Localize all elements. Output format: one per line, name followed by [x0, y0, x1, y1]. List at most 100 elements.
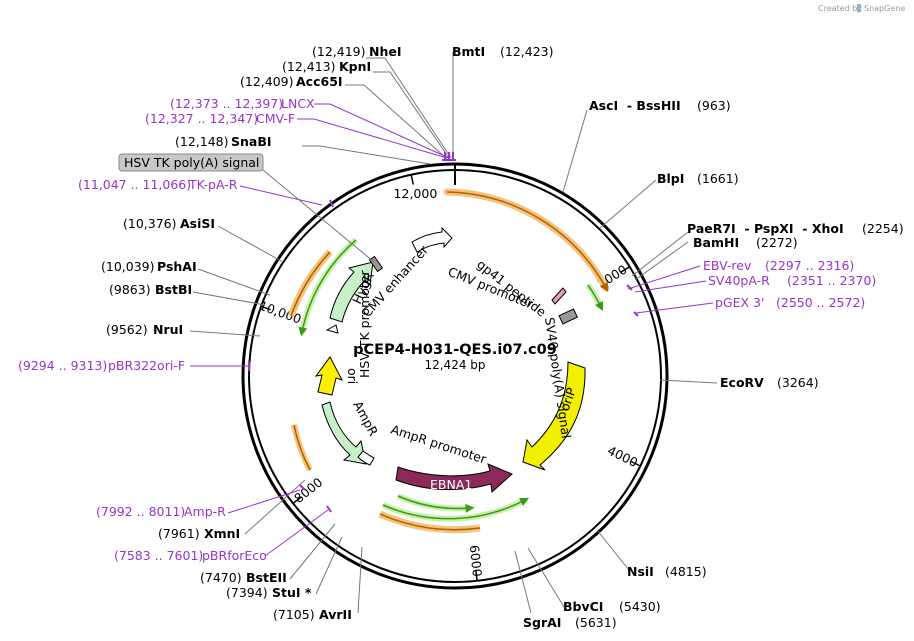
svg-text:AsiSI: AsiSI [180, 216, 215, 231]
site-pshai[interactable]: (10,039) PshAI [101, 259, 197, 274]
primer-sv40par[interactable]: SV40pA-R (2351 .. 2370) [708, 273, 876, 288]
svg-text:(963): (963) [697, 98, 731, 113]
svg-text:(12,373 .. 12,397): (12,373 .. 12,397) [170, 96, 283, 111]
site-xmni[interactable]: (7961) XmnI [158, 526, 240, 541]
svg-text:pBRforEco: pBRforEco [202, 548, 267, 563]
hsv-tk-polya-callout[interactable]: HSV TK poly(A) signal [118, 153, 375, 263]
primer-lncx[interactable]: (12,373 .. 12,397) LNCX [170, 96, 315, 111]
site-nsii[interactable]: NsiI (4815) [627, 564, 707, 579]
ori-label: ori [345, 368, 360, 384]
svg-text:pBR322ori-F: pBR322ori-F [108, 358, 185, 373]
tick-label: 6000 [467, 544, 485, 577]
svg-text:(7961): (7961) [158, 526, 200, 541]
site-stui[interactable]: (7394) StuI * [226, 585, 312, 600]
svg-text:(12,148): (12,148) [175, 134, 229, 149]
backbone [241, 162, 669, 590]
feature-ebna1[interactable]: EBNA1 [395, 463, 513, 494]
svg-text:(12,413): (12,413) [282, 59, 336, 74]
svg-text:EcoRV: EcoRV [720, 375, 764, 390]
site-avrii[interactable]: (7105) AvrII [273, 607, 352, 622]
primer-pbr322[interactable]: (9294 .. 9313) pBR322ori-F [18, 358, 185, 373]
site-nrui[interactable]: (9562) NruI [106, 322, 183, 337]
svg-text:(12,327 .. 12,347): (12,327 .. 12,347) [145, 111, 258, 126]
svg-text:StuI *: StuI * [272, 585, 312, 600]
svg-text:BstBI: BstBI [155, 282, 192, 297]
restriction-sites: (12,419) NheI BmtI (12,423) (12,413) Kpn… [101, 44, 904, 630]
primer-pgex3[interactable]: pGEX 3' (2550 .. 2572) [715, 295, 865, 310]
site-blpi[interactable]: BlpI (1661) [657, 171, 739, 186]
site-bstbi[interactable]: (9863) BstBI [109, 282, 192, 297]
svg-text:(7470): (7470) [200, 570, 242, 585]
ampr-promoter-label: AmpR promoter [389, 422, 489, 467]
site-acc65i[interactable]: (12,409) Acc65I [240, 74, 343, 89]
svg-text:PshAI: PshAI [157, 259, 197, 274]
site-ecorv[interactable]: EcoRV (3264) [720, 375, 819, 390]
svg-text:BstEII: BstEII [246, 570, 287, 585]
svg-text:Amp-R: Amp-R [184, 504, 226, 519]
svg-text:(9863): (9863) [109, 282, 151, 297]
orf-arc-left-3 [291, 424, 313, 472]
site-snabi[interactable]: (12,148) SnaBI [175, 134, 272, 149]
feature-cmv[interactable]: CMV enhancer CMV promoter [359, 226, 536, 320]
tick-mark [292, 496, 302, 504]
svg-text:(4815): (4815) [665, 564, 707, 579]
credit-brand[interactable]: SnapGene [864, 4, 905, 13]
primer-pbrforeco[interactable]: (7583 .. 7601) pBRforEco [114, 548, 267, 563]
site-bamhi[interactable]: BamHI (2272) [693, 235, 798, 250]
svg-text:AvrII: AvrII [319, 607, 352, 622]
site-bsteii[interactable]: (7470) BstEII [200, 570, 287, 585]
svg-text:pGEX 3': pGEX 3' [715, 295, 764, 310]
tick-mark [620, 266, 631, 273]
svg-text:(1661): (1661) [697, 171, 739, 186]
svg-text:(10,376): (10,376) [123, 216, 177, 231]
site-paer7i[interactable]: PaeR7I - PspXI - XhoI (2254) [687, 221, 904, 236]
tick-label: 12,000 [394, 186, 438, 201]
site-bmti[interactable]: BmtI (12,423) [452, 44, 554, 59]
svg-text:BlpI: BlpI [657, 171, 684, 186]
feature-ampr[interactable]: AmpR [321, 398, 381, 466]
ebna1-label: EBNA1 [430, 477, 472, 492]
primer-labels: (12,373 .. 12,397) LNCX (12,327 .. 12,34… [18, 96, 876, 563]
svg-text:Acc65I: Acc65I [296, 74, 343, 89]
svg-text:(12,419): (12,419) [312, 44, 366, 59]
svg-text:PaeR7I - PspXI - XhoI: PaeR7I - PspXI - XhoI [687, 221, 844, 236]
svg-text:NruI: NruI [153, 322, 183, 337]
feature-ampr-promoter[interactable]: AmpR promoter [389, 422, 489, 467]
svg-text:(7105): (7105) [273, 607, 315, 622]
svg-text:SnaBI: SnaBI [231, 134, 272, 149]
tick-mark [475, 570, 478, 581]
svg-text:(9562): (9562) [106, 322, 148, 337]
snapgene-logo-icon [857, 4, 861, 12]
svg-text:(7992 .. 8011): (7992 .. 8011) [96, 504, 185, 519]
svg-text:KpnI: KpnI [339, 59, 371, 74]
feature-ori[interactable]: ori [314, 356, 360, 396]
site-asisi[interactable]: (10,376) AsiSI [123, 216, 215, 231]
hsv-tk-polya-label: HSV TK poly(A) signal [124, 155, 259, 170]
svg-text:(5430): (5430) [619, 599, 661, 614]
site-bbvci[interactable]: BbvCI (5430) [563, 599, 661, 614]
tick-label: 4000 [605, 443, 640, 470]
svg-text:(12,409): (12,409) [240, 74, 294, 89]
svg-text:TK-pA-R: TK-pA-R [188, 177, 238, 192]
svg-text:AscI - BssHII: AscI - BssHII [589, 98, 681, 113]
primer-leader-lines [190, 103, 714, 557]
feature-hsv-tk-promoter[interactable]: HSV TK promoter [325, 269, 372, 378]
primer-ebvrev[interactable]: EBV-rev (2297 .. 2316) [703, 258, 854, 273]
svg-text:EBV-rev: EBV-rev [703, 258, 752, 273]
svg-text:(2351 .. 2370): (2351 .. 2370) [787, 273, 876, 288]
primer-ampr[interactable]: (7992 .. 8011) Amp-R [96, 504, 226, 519]
primer-cmvf[interactable]: (12,327 .. 12,347) CMV-F [145, 111, 295, 126]
site-kpni[interactable]: (12,413) KpnI [282, 59, 371, 74]
site-sgrai[interactable]: SgrAI (5631) [523, 615, 617, 630]
svg-text:SV40pA-R: SV40pA-R [708, 273, 770, 288]
svg-text:NsiI: NsiI [627, 564, 654, 579]
site-nhei[interactable]: (12,419) NheI [312, 44, 402, 59]
feature-orip[interactable]: oriP [522, 361, 586, 471]
orf-arcs [287, 188, 610, 534]
tick-mark [260, 305, 271, 311]
hsv-tk-promoter-label-a: HSV TK promoter [357, 269, 372, 378]
svg-text:(12,423): (12,423) [500, 44, 554, 59]
site-asci[interactable]: AscI - BssHII (963) [589, 98, 731, 113]
primer-tkpar[interactable]: (11,047 .. 11,066) TK-pA-R [78, 177, 238, 192]
